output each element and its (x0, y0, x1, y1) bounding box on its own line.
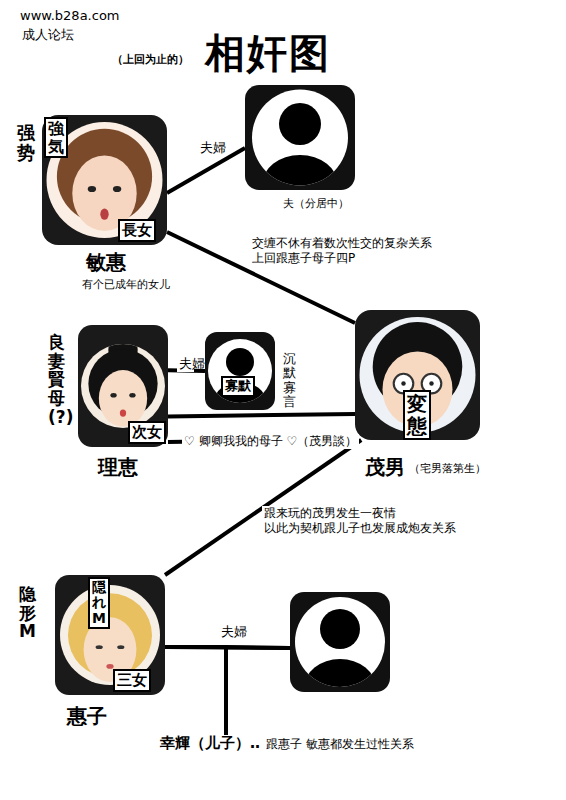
node-text: 幸輝（儿子）‥ (160, 735, 260, 752)
silhouette (245, 85, 355, 215)
portrait-box: 强势強気長女敏惠有个已成年的女儿 (42, 115, 167, 245)
node-text: 夫（分居中） (283, 198, 349, 211)
vertical-note: 良妻賢母(?) (48, 333, 65, 426)
relation-line (168, 414, 355, 417)
node-text: 敏惠 (86, 251, 126, 274)
edge-label: 交缠不休有着数次性交的复杂关系 上回跟惠子母子四P (250, 236, 469, 266)
portrait (55, 575, 165, 695)
edge-label: 夫婦 (177, 356, 194, 372)
edge-label: 夫婦 (219, 624, 236, 640)
tag-badge: 変態 (403, 390, 431, 440)
portrait-box (290, 592, 390, 692)
tag-badge: 強気 (44, 117, 68, 158)
vertical-note: 隐形M (19, 585, 36, 641)
portrait-box: 良妻賢母(?)次女理恵 (78, 325, 168, 447)
portrait-box: 夫（分居中） (245, 85, 355, 190)
tag-badge: 寡默 (221, 376, 255, 397)
node-text: 理恵 (98, 456, 138, 479)
edge-label: ♡ 卿卿我我的母子 ♡（茂男談） (182, 434, 359, 449)
tag-badge: 次女 (128, 421, 166, 444)
relation-line (226, 647, 290, 735)
portrait (355, 310, 480, 440)
silhouette (290, 592, 390, 717)
text-node: 幸輝（儿子）‥ 跟惠子 敏惠都发生过性关系 (160, 735, 445, 759)
edge-label: 夫婦 (198, 140, 215, 156)
relation-line (165, 647, 226, 735)
tag-badge: 長女 (118, 219, 156, 242)
subtitle-note: （上回为止的） (112, 52, 189, 67)
portrait-box: 隐形M隠れM三女惠子 (55, 575, 165, 695)
portrait (78, 325, 168, 447)
portrait-box: 寡默沉默寡言 (205, 332, 275, 410)
node-text: （宅男落第生） (409, 463, 486, 476)
watermark: 成人论坛 (22, 26, 74, 44)
node-text: 惠子 (67, 705, 107, 728)
tag-badge: 隠れM (88, 577, 110, 629)
vertical-note: 强势 (17, 123, 35, 163)
diagram-title: 相奸图 (205, 26, 331, 81)
watermark: www.b28a.com (20, 8, 120, 23)
node-text: 跟惠子 敏惠都发生过性关系 (266, 738, 414, 752)
silhouette (205, 332, 275, 422)
portrait (42, 115, 167, 245)
node-text: 茂男 (365, 456, 405, 479)
portrait-box: 変態茂男（宅男落第生） (355, 310, 480, 440)
tag-badge: 三女 (113, 669, 151, 692)
vertical-note: 沉默寡言 (283, 352, 296, 409)
edge-label: 跟来玩的茂男发生一夜情 以此为契机跟儿子也发展成炮友关系 (262, 506, 476, 536)
node-text: 有个已成年的女儿 (82, 279, 170, 292)
